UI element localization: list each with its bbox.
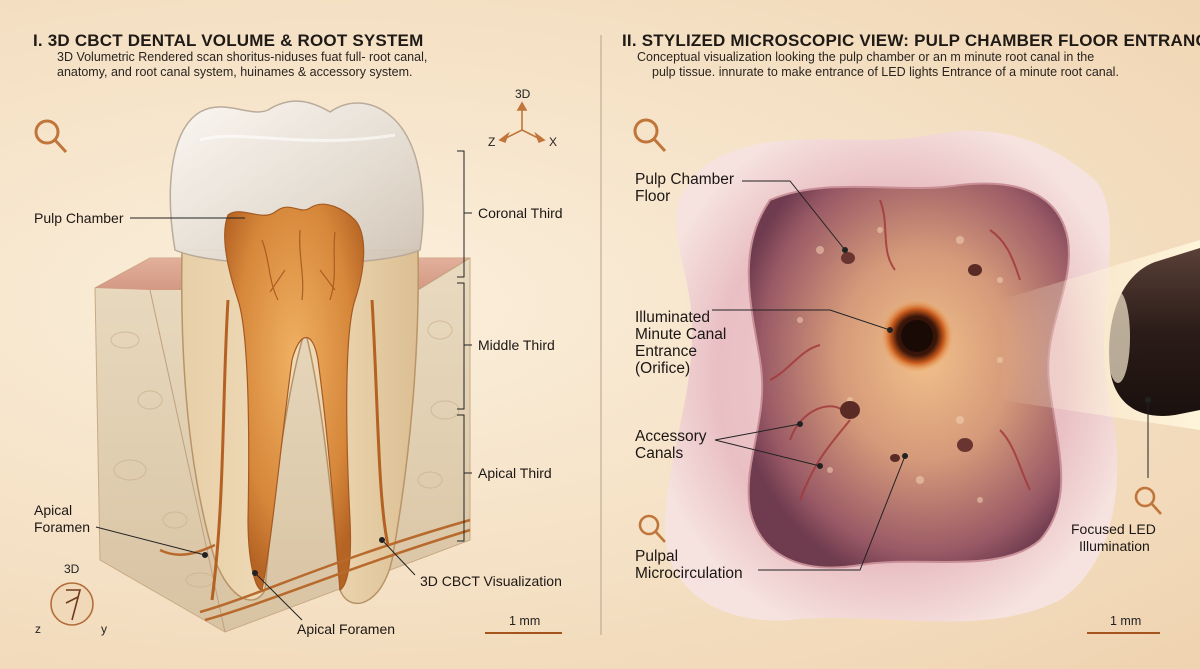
axis-bottom-3d-label: 3D [64,562,80,576]
tooth-illustration [94,100,471,633]
axis-top-x-label: X [549,135,558,149]
right-subtitle-line1: Conceptual visualization looking the pul… [637,50,1095,64]
left-subtitle-line1: 3D Volumetric Rendered scan shoritus-nid… [57,50,428,64]
label-accessory-line1: Accessory [635,428,707,445]
label-apical-third: Apical Third [478,465,552,481]
left-panel-title: I. 3D CBCT DENTAL VOLUME & ROOT SYSTEM [33,31,424,50]
label-microcirculation-line1: Pulpal [635,548,679,565]
right-scale-label: 1 mm [1110,614,1142,628]
label-microcirculation-line2: Microcirculation [635,565,743,582]
microscopic-view [664,131,1200,622]
left-subtitle-line2: anatomy, and root canal system, huinames… [57,65,413,79]
axis-gizmo-bottom [50,582,94,626]
label-orifice-line2: Minute Canal [635,326,727,343]
label-coronal-third: Coronal Third [478,205,563,221]
label-apical-foramen-line1: Apical [34,502,73,518]
label-pulp-chamber: Pulp Chamber [34,210,124,226]
left-scale-label: 1 mm [509,614,541,628]
magnifier-icon [638,514,666,543]
magnifier-icon [34,119,68,154]
label-pulp-floor-line2: Floor [635,188,671,205]
label-led-line1: Focused LED [1071,521,1156,537]
label-apical-foramen-bottom: Apical Foramen [297,621,396,637]
axis-top-3d-label: 3D [515,87,531,101]
right-subtitle-line2: pulp tissue. innurate to make entrance o… [652,65,1119,79]
label-led-line2: Illumination [1079,538,1150,554]
axis-bottom-y-label: y [101,622,107,636]
label-middle-third: Middle Third [478,337,555,353]
left-leader-lines [95,150,472,621]
led-probe [1109,248,1200,416]
label-orifice-line1: Illuminated [635,309,710,326]
magnifier-icon [1134,486,1162,515]
right-leader-lines [712,180,1151,571]
label-pulp-floor-line1: Pulp Chamber [635,171,735,188]
label-orifice-line3: Entrance [635,343,698,360]
axis-top-z-label: Z [488,135,496,149]
label-accessory-line2: Canals [635,445,684,462]
label-apical-foramen-line2: Foramen [34,519,91,535]
pulp-chamber [224,203,365,592]
label-orifice-line4: (Orifice) [635,360,691,377]
axis-bottom-z-label: z [35,622,41,636]
label-cbct-visualization: 3D CBCT Visualization [420,573,562,589]
right-panel-title: II. STYLIZED MICROSCOPIC VIEW: PULP CHAM… [622,31,1200,50]
magnifier-icon [633,118,667,153]
axis-gizmo-top [498,101,546,144]
